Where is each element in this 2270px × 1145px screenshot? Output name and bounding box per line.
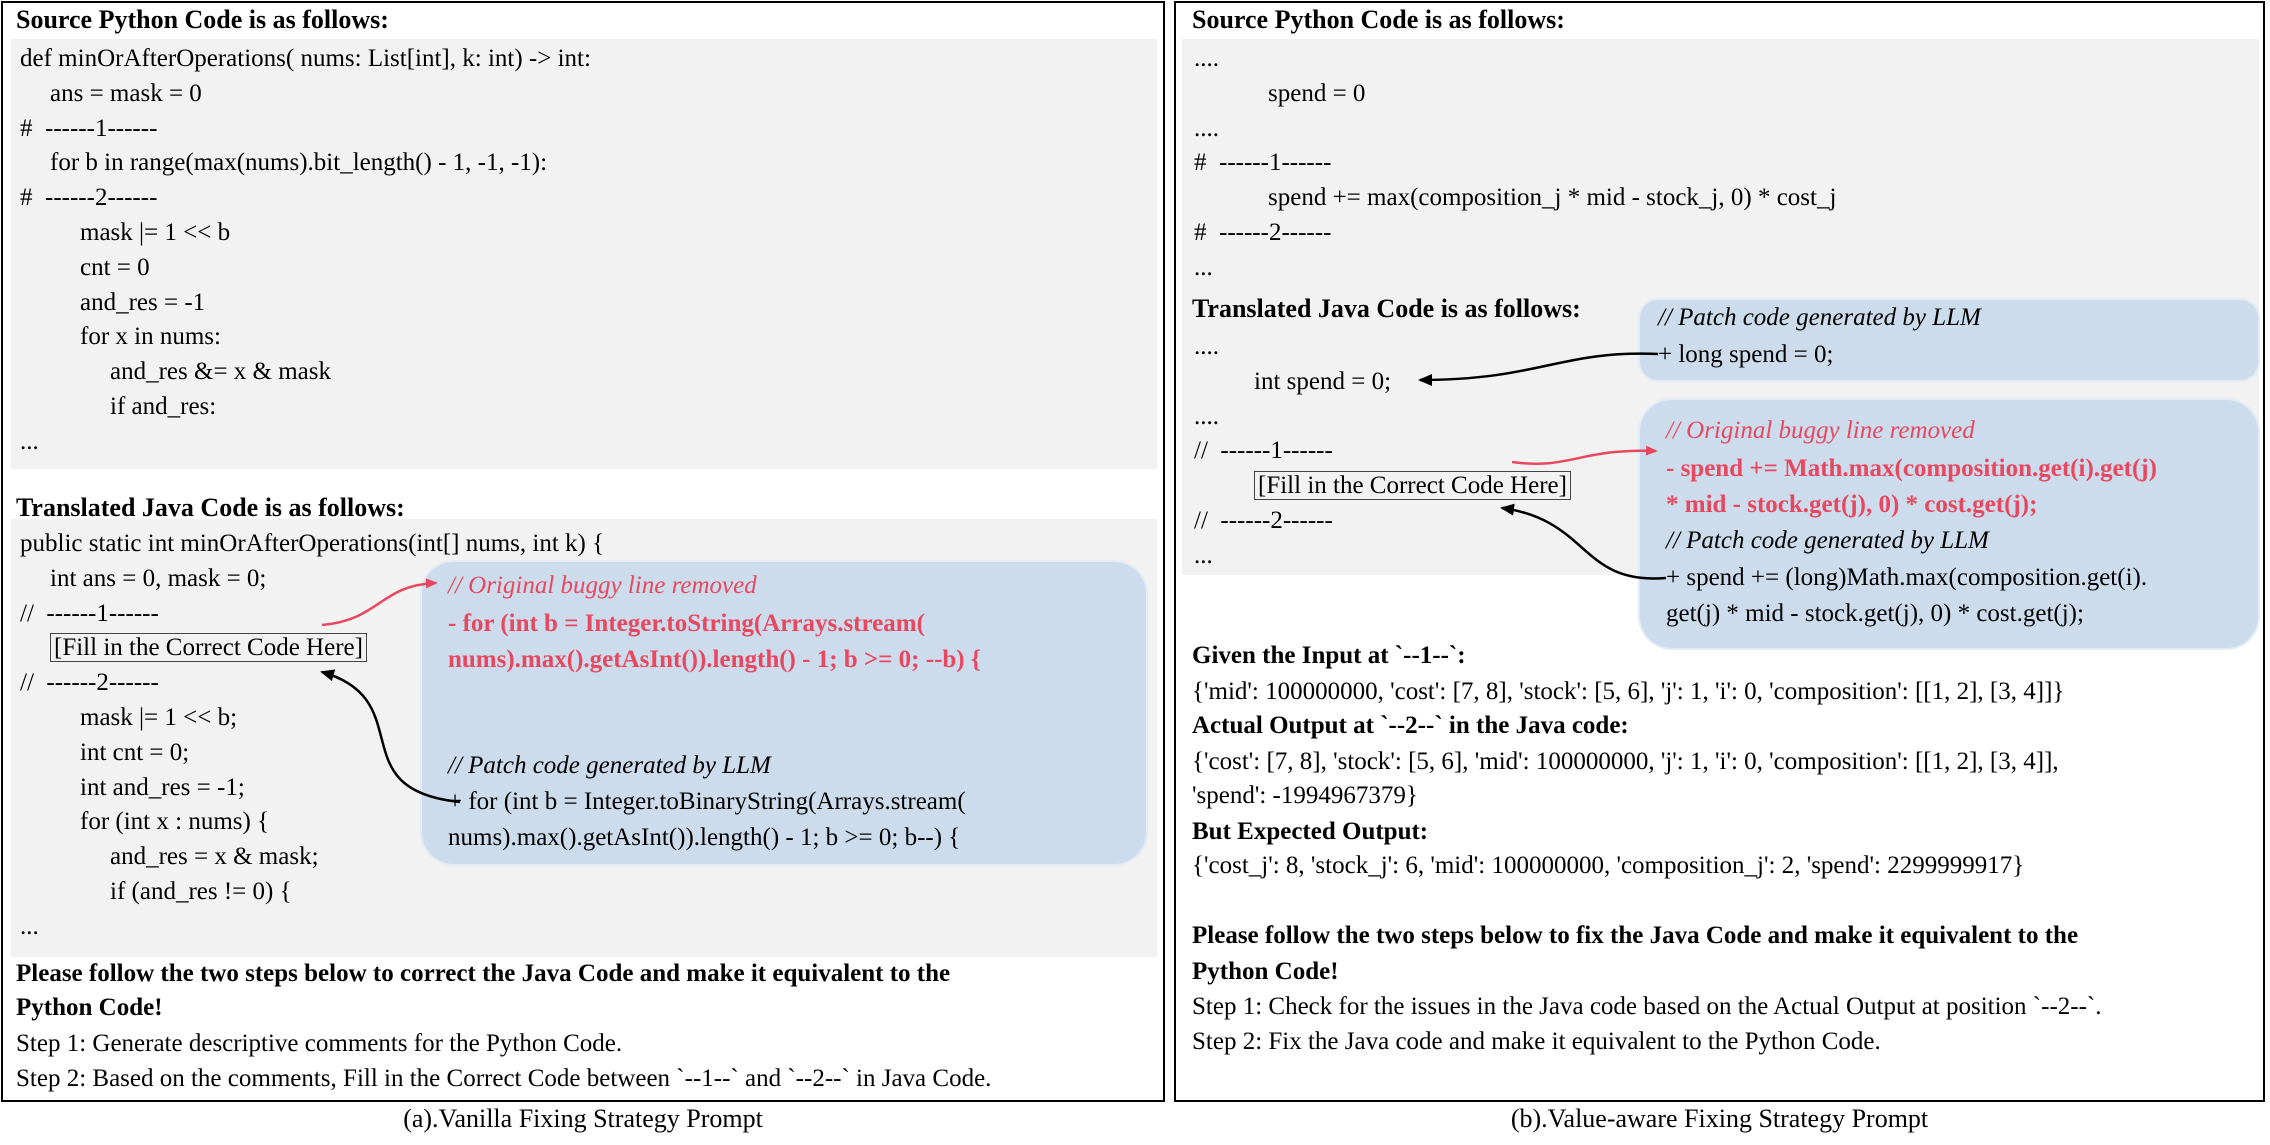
left-instruction-line-1: Please follow the two steps below to cor… bbox=[16, 960, 951, 987]
right-instruction-line-1: Please follow the two steps below to fix… bbox=[1192, 922, 2079, 949]
code-line: ... bbox=[1194, 253, 1213, 281]
right-source-header: Source Python Code is as follows: bbox=[1192, 5, 1565, 34]
left-caption: (a).Vanilla Fixing Strategy Prompt bbox=[403, 1104, 763, 1133]
code-line: and_res = -1 bbox=[80, 288, 206, 316]
code-line: def minOrAfterOperations( nums: List[int… bbox=[20, 45, 591, 72]
code-line: int and_res = -1; bbox=[80, 773, 245, 801]
code-line: [Fill in the Correct Code Here] bbox=[50, 633, 367, 663]
code-line: // ------1------ bbox=[20, 599, 159, 627]
right-step-2: Step 2: Fix the Java code and make it eq… bbox=[1192, 1028, 1881, 1055]
expected-output-label: But Expected Output: bbox=[1192, 818, 1429, 845]
code-line: .... bbox=[1194, 402, 1219, 430]
fill-in-placeholder: [Fill in the Correct Code Here] bbox=[1254, 471, 1571, 501]
right-patch-line-1: + spend += (long)Math.max(composition.ge… bbox=[1666, 564, 2148, 591]
code-line: ... bbox=[20, 427, 39, 455]
left-java-header: Translated Java Code is as follows: bbox=[16, 493, 405, 522]
code-line: .... bbox=[1194, 114, 1219, 142]
input-value: {'mid': 100000000, 'cost': [7, 8], 'stoc… bbox=[1192, 678, 2065, 705]
code-line: int spend = 0; bbox=[1254, 367, 1392, 395]
code-line: for (int x : nums) { bbox=[80, 808, 270, 836]
code-line: cnt = 0 bbox=[80, 253, 150, 281]
right-instruction-line-2: Python Code! bbox=[1192, 958, 1339, 985]
left-patch-line-2: nums).max().getAsInt()).length() - 1; b … bbox=[448, 824, 961, 851]
right-caption: (b).Value-aware Fixing Strategy Prompt bbox=[1510, 1104, 1929, 1133]
code-line: int ans = 0, mask = 0; bbox=[50, 564, 267, 592]
expected-output-value: {'cost_j': 8, 'stock_j': 6, 'mid': 10000… bbox=[1192, 852, 2025, 879]
right-removed-line-1: - spend += Math.max(composition.get(i).g… bbox=[1666, 455, 2157, 482]
right-patch-comment: // Patch code generated by LLM bbox=[1666, 527, 1989, 554]
left-patch-bubble bbox=[420, 560, 1148, 866]
right-patch-line-2: get(j) * mid - stock.get(j), 0) * cost.g… bbox=[1666, 600, 2084, 627]
right-removed-comment: // Original buggy line removed bbox=[1666, 417, 1975, 444]
code-line: and_res &= x & mask bbox=[110, 358, 332, 386]
code-line: # ------2------ bbox=[1194, 219, 1332, 246]
code-line: ans = mask = 0 bbox=[50, 79, 202, 107]
code-line: // ------2------ bbox=[1194, 507, 1333, 534]
code-line: public static int minOrAfterOperations(i… bbox=[20, 530, 605, 557]
code-line: spend += max(composition_j * mid - stock… bbox=[1268, 184, 1837, 212]
code-line: for b in range(max(nums).bit_length() - … bbox=[50, 149, 548, 177]
input-label: Given the Input at `--1--`: bbox=[1192, 642, 1466, 669]
fill-in-placeholder: [Fill in the Correct Code Here] bbox=[50, 633, 367, 663]
code-line: # ------1------ bbox=[1194, 149, 1332, 177]
left-step-2: Step 2: Based on the comments, Fill in t… bbox=[16, 1065, 992, 1092]
code-line: ... bbox=[20, 912, 39, 940]
left-removed-line-1: - for (int b = Integer.toString(Arrays.s… bbox=[448, 610, 925, 637]
left-patch-comment: // Patch code generated by LLM bbox=[448, 752, 771, 779]
right-step-1: Step 1: Check for the issues in the Java… bbox=[1192, 993, 2102, 1020]
right-removed-line-2: * mid - stock.get(j), 0) * cost.get(j); bbox=[1666, 491, 2038, 518]
code-line: and_res = x & mask; bbox=[110, 843, 319, 871]
left-step-1: Step 1: Generate descriptive comments fo… bbox=[16, 1030, 623, 1057]
code-line: // ------1------ bbox=[1194, 437, 1333, 465]
code-line: int cnt = 0; bbox=[80, 738, 190, 766]
right-java-header: Translated Java Code is as follows: bbox=[1192, 294, 1581, 323]
code-line: [Fill in the Correct Code Here] bbox=[1254, 471, 1571, 501]
left-source-header: Source Python Code is as follows: bbox=[16, 5, 389, 34]
code-line: ... bbox=[1194, 541, 1213, 569]
python-code-block bbox=[11, 39, 1157, 469]
right-bottom-patch-bubble bbox=[1638, 398, 2260, 650]
left-removed-comment: // Original buggy line removed bbox=[448, 572, 757, 599]
code-line: .... bbox=[1194, 45, 1219, 72]
code-line: if (and_res != 0) { bbox=[110, 878, 292, 905]
code-line: mask |= 1 << b; bbox=[80, 704, 238, 731]
code-line: // ------2------ bbox=[20, 669, 159, 697]
right-top-patch-line: + long spend = 0; bbox=[1658, 341, 1834, 368]
code-line: for x in nums: bbox=[80, 323, 221, 351]
code-line: mask |= 1 << b bbox=[80, 219, 231, 246]
left-instruction-line-2: Python Code! bbox=[16, 994, 163, 1021]
right-top-patch-comment: // Patch code generated by LLM bbox=[1658, 304, 1981, 331]
code-line: spend = 0 bbox=[1268, 79, 1366, 107]
right-top-patch-bubble bbox=[1638, 298, 2260, 382]
code-line: if and_res: bbox=[110, 393, 217, 420]
actual-output-label: Actual Output at `--2--` in the Java cod… bbox=[1192, 712, 1629, 739]
actual-output-value-2: 'spend': -1994967379} bbox=[1192, 782, 1418, 809]
left-patch-line-1: + for (int b = Integer.toBinaryString(Ar… bbox=[448, 788, 966, 815]
code-line: .... bbox=[1194, 333, 1219, 360]
actual-output-value-1: {'cost': [7, 8], 'stock': [5, 6], 'mid':… bbox=[1192, 748, 2059, 775]
left-removed-line-2: nums).max().getAsInt()).length() - 1; b … bbox=[448, 646, 981, 673]
python-code-block-right bbox=[1182, 39, 2259, 289]
code-line: # ------2------ bbox=[20, 184, 158, 212]
code-line: # ------1------ bbox=[20, 114, 158, 142]
